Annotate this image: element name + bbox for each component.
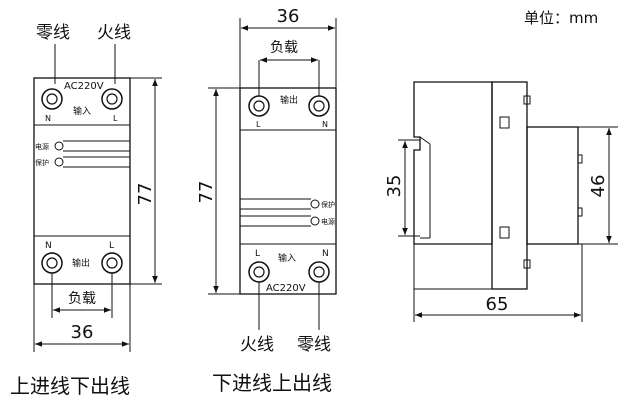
left-output-label: 输出 (72, 257, 90, 269)
left-top-neutral-label: 零线 (36, 23, 70, 43)
side-front-face (526, 126, 579, 245)
side-front-dim: 46 (588, 175, 609, 198)
middle-power-led (310, 216, 320, 226)
middle-device: 36 负载 输出 L N 保护 电源 L N 输入 (196, 6, 337, 395)
left-protect-label: 保护 (35, 158, 49, 167)
middle-power-label: 电源 (321, 217, 335, 226)
side-view: 35 46 65 (384, 81, 618, 322)
middle-term-L: L (256, 120, 261, 129)
middle-output-label: 输出 (280, 94, 298, 106)
left-input-label: 输入 (73, 105, 91, 117)
middle-load-label: 负载 (270, 40, 298, 56)
middle-term-N: N (322, 120, 328, 129)
side-body-outline (491, 81, 528, 290)
middle-terminal-N-top (308, 95, 330, 117)
middle-input-label: 输入 (278, 252, 296, 264)
middle-caption: 下进线上出线 (212, 371, 332, 395)
middle-body-outline (239, 87, 337, 295)
left-caption: 上进线下出线 (10, 374, 130, 398)
left-terminal-L-bottom (101, 252, 123, 274)
middle-bottom-neutral-label: 零线 (297, 335, 331, 355)
middle-terminal-L-bottom (248, 261, 270, 283)
left-power-led (54, 141, 64, 151)
left-body-outline (33, 77, 131, 285)
left-terminal-L-top (101, 88, 123, 110)
middle-terminal-L-top (248, 95, 270, 117)
unit-label: 单位：mm (524, 9, 598, 27)
left-terminal-N-bottom (41, 252, 63, 274)
middle-protect-label: 保护 (321, 200, 335, 209)
middle-ac-label: AC220V (266, 283, 306, 294)
middle-height-dim: 77 (196, 181, 217, 204)
left-bottom-L: L (109, 241, 114, 251)
left-top-live-label: 火线 (97, 23, 131, 43)
middle-bottom-L: L (255, 249, 260, 259)
left-power-label: 电源 (35, 142, 49, 151)
middle-bottom-N: N (322, 249, 329, 259)
middle-bottom-live-label: 火线 (240, 335, 274, 355)
left-width-dim: 36 (71, 322, 94, 343)
left-load-label: 负载 (68, 291, 96, 307)
middle-terminal-N-bottom (308, 261, 330, 283)
left-protect-led (54, 157, 64, 167)
left-term-L: L (113, 114, 118, 123)
left-term-N: N (45, 114, 51, 123)
left-terminal-N-top (41, 88, 63, 110)
side-rail-dim: 35 (384, 175, 405, 198)
middle-protect-led (310, 199, 320, 209)
side-length-dim: 65 (486, 294, 509, 315)
middle-width-dim: 36 (277, 6, 300, 27)
left-ac-label: AC220V (64, 81, 104, 92)
left-bottom-N: N (45, 241, 52, 251)
left-device: 零线 火线 AC220V 输入 N L 电源 保护 N L (10, 23, 162, 398)
left-height-dim: 77 (135, 183, 156, 206)
